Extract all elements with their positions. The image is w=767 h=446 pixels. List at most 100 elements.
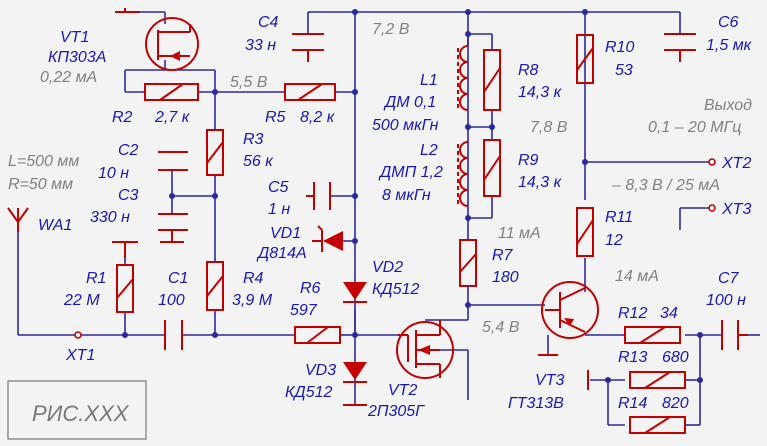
annotation-output-level: – 8,3 В / 25 мА	[611, 177, 720, 194]
label-vt1-ref: VT1	[60, 29, 89, 46]
label-xt3: XT3	[721, 201, 751, 218]
label-c3-ref: C3	[118, 187, 139, 204]
label-r3-ref: R3	[243, 131, 264, 148]
label-l1-ref: L1	[420, 72, 438, 89]
label-r11-ref: R11	[605, 209, 633, 226]
annotation-node-54: 5,4 В	[482, 319, 520, 336]
label-r9-ref: R9	[518, 152, 539, 169]
capacitor-c6	[664, 33, 696, 62]
label-c5-ref: C5	[268, 179, 289, 196]
label-r1-value: 22 М	[63, 292, 100, 309]
terminal-xt3	[708, 204, 716, 212]
annotation-output-range: 0,1 – 20 МГц	[648, 119, 741, 136]
resistor-r12	[624, 326, 681, 344]
resistor-r14	[629, 416, 686, 434]
label-c7-value: 100 н	[706, 292, 746, 309]
label-vt1-type: КП303А	[48, 49, 106, 66]
vt2-transistor	[396, 320, 454, 379]
capacitor-c4	[292, 33, 324, 62]
label-wa1: WA1	[38, 217, 72, 234]
label-r3-value: 56 к	[243, 153, 274, 170]
resistor-r6	[294, 326, 341, 344]
annotation-vt1-current: 0,22 мА	[40, 69, 97, 86]
label-r2-value: 2,7 к	[154, 109, 191, 126]
junction-dots	[122, 9, 703, 383]
label-r2-ref: R2	[112, 109, 133, 126]
label-r13-value: 680	[662, 349, 689, 366]
label-r10-value: 53	[615, 62, 633, 79]
resistor-r2	[144, 83, 199, 101]
annotation-vt3-current: 14 мА	[615, 268, 659, 285]
resistor-r3	[206, 129, 224, 176]
label-c3-value: 330 н	[90, 209, 130, 226]
vt3-transistor	[538, 281, 599, 356]
label-r7-ref: R7	[492, 247, 514, 264]
label-c5-value: 1 н	[268, 201, 290, 218]
label-r5-ref: R5	[265, 109, 286, 126]
resistor-r1	[112, 241, 138, 313]
label-xt1: XT1	[65, 347, 95, 364]
resistor-r13	[587, 370, 686, 390]
label-r10-ref: R10	[605, 39, 634, 56]
resistor-r5	[284, 83, 336, 101]
label-vt3-type: ГТ313В	[508, 395, 564, 412]
label-c4-ref: C4	[258, 14, 279, 31]
antenna-wa1	[7, 207, 29, 232]
figure-caption-box: РИС.XXX	[7, 380, 147, 440]
label-r14-ref: R14	[618, 395, 647, 412]
capacitor-c2	[158, 151, 188, 171]
capacitor-c3	[158, 213, 188, 243]
label-c6-ref: C6	[718, 14, 739, 31]
label-vd3-ref: VD3	[305, 362, 336, 379]
label-r4-ref: R4	[243, 270, 264, 287]
resistor-r11	[576, 207, 594, 257]
diode-vd2	[343, 282, 367, 303]
resistor-r9	[483, 139, 501, 197]
terminal-xt1	[74, 331, 82, 339]
diode-vd3	[343, 362, 367, 406]
resistor-r10	[576, 34, 594, 84]
annotation-output-title: Выход	[704, 97, 752, 114]
label-c7-ref: C7	[718, 270, 740, 287]
label-r1-ref: R1	[86, 270, 106, 287]
label-vd3-type: КД512	[285, 384, 332, 401]
resistor-r4	[206, 261, 224, 311]
label-c6-value: 1,5 мк	[706, 37, 753, 54]
label-r5-value: 8,2 к	[300, 109, 336, 126]
label-c1-ref: C1	[168, 270, 188, 287]
label-r13-ref: R13	[618, 349, 647, 366]
annotation-antenna-r: R=50 мм	[8, 176, 73, 193]
terminal-xt2	[708, 158, 716, 166]
annotation-r7-current: 11 мА	[498, 225, 541, 242]
annotation-antenna-l: L=500 мм	[8, 153, 79, 170]
label-c2-value: 10 н	[98, 165, 129, 182]
label-vt3-ref: VT3	[535, 372, 564, 389]
label-r4-value: 3,9 М	[232, 292, 273, 309]
label-r7-value: 180	[492, 269, 519, 286]
label-vd2-type: КД512	[372, 281, 419, 298]
capacitor-c1	[164, 320, 183, 350]
label-r12-ref: R12	[618, 305, 647, 322]
label-vd1-ref: VD1	[270, 225, 301, 242]
label-r6-ref: R6	[300, 280, 321, 297]
diode-vd1	[312, 225, 343, 252]
inductor-l1	[457, 34, 469, 111]
wiring	[17, 11, 760, 426]
annotation-node-55: 5,5 В	[230, 74, 268, 91]
label-l2-type: ДМП 1,2	[378, 164, 443, 181]
label-l1-type: ДМ 0,1	[383, 94, 436, 111]
resistor-r7	[459, 232, 477, 292]
label-l2-ref: L2	[420, 142, 438, 159]
label-vt2-ref: VT2	[388, 382, 417, 399]
label-r9-value: 14,3 к	[518, 174, 563, 191]
label-vt2-type: 2П305Г	[367, 403, 425, 420]
capacitor-c7	[721, 320, 748, 350]
resistor-r8	[483, 49, 501, 111]
label-r12-value: 34	[660, 305, 678, 322]
label-vd1-type: Д814А	[256, 245, 307, 262]
vt1-transistor	[125, 11, 199, 71]
label-l1-value: 500 мкГн	[372, 117, 439, 134]
annotation-supply: 7,2 В	[372, 21, 410, 38]
label-r6-value: 597	[290, 302, 318, 319]
